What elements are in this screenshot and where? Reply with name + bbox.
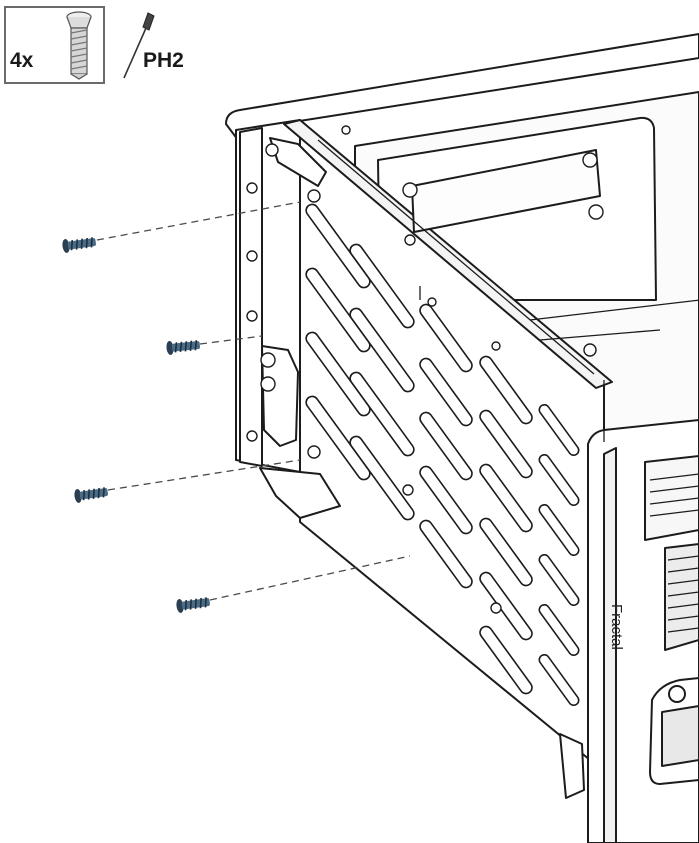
cage-bottom-foot bbox=[259, 467, 341, 519]
chassis-left-flange bbox=[239, 127, 263, 467]
bottom-leg bbox=[559, 733, 585, 799]
psu-grille bbox=[664, 543, 699, 651]
guide-lines bbox=[96, 201, 411, 601]
quantity-label: 4x bbox=[10, 49, 34, 72]
screw-4 bbox=[176, 597, 211, 613]
rear-clip-upper bbox=[269, 137, 327, 187]
screw-icon bbox=[66, 11, 92, 80]
rear-clip-lower bbox=[261, 345, 299, 447]
screwdriver-icon bbox=[123, 12, 155, 79]
tool-label: PH2 bbox=[143, 49, 184, 72]
socket-screw bbox=[668, 685, 686, 703]
screw-3 bbox=[74, 487, 109, 503]
power-socket-insert bbox=[661, 705, 699, 767]
psu-vent-panel bbox=[644, 455, 699, 541]
mount-holes bbox=[246, 125, 604, 614]
screw-parts bbox=[62, 237, 211, 613]
screw-2 bbox=[166, 340, 201, 355]
bracket-top-lip bbox=[283, 119, 613, 389]
bracket-slots bbox=[305, 203, 580, 707]
screw-1 bbox=[62, 237, 97, 253]
brand-logo: Fractal bbox=[608, 604, 625, 650]
cross-tube bbox=[411, 149, 601, 233]
psu-side-face bbox=[603, 447, 617, 843]
